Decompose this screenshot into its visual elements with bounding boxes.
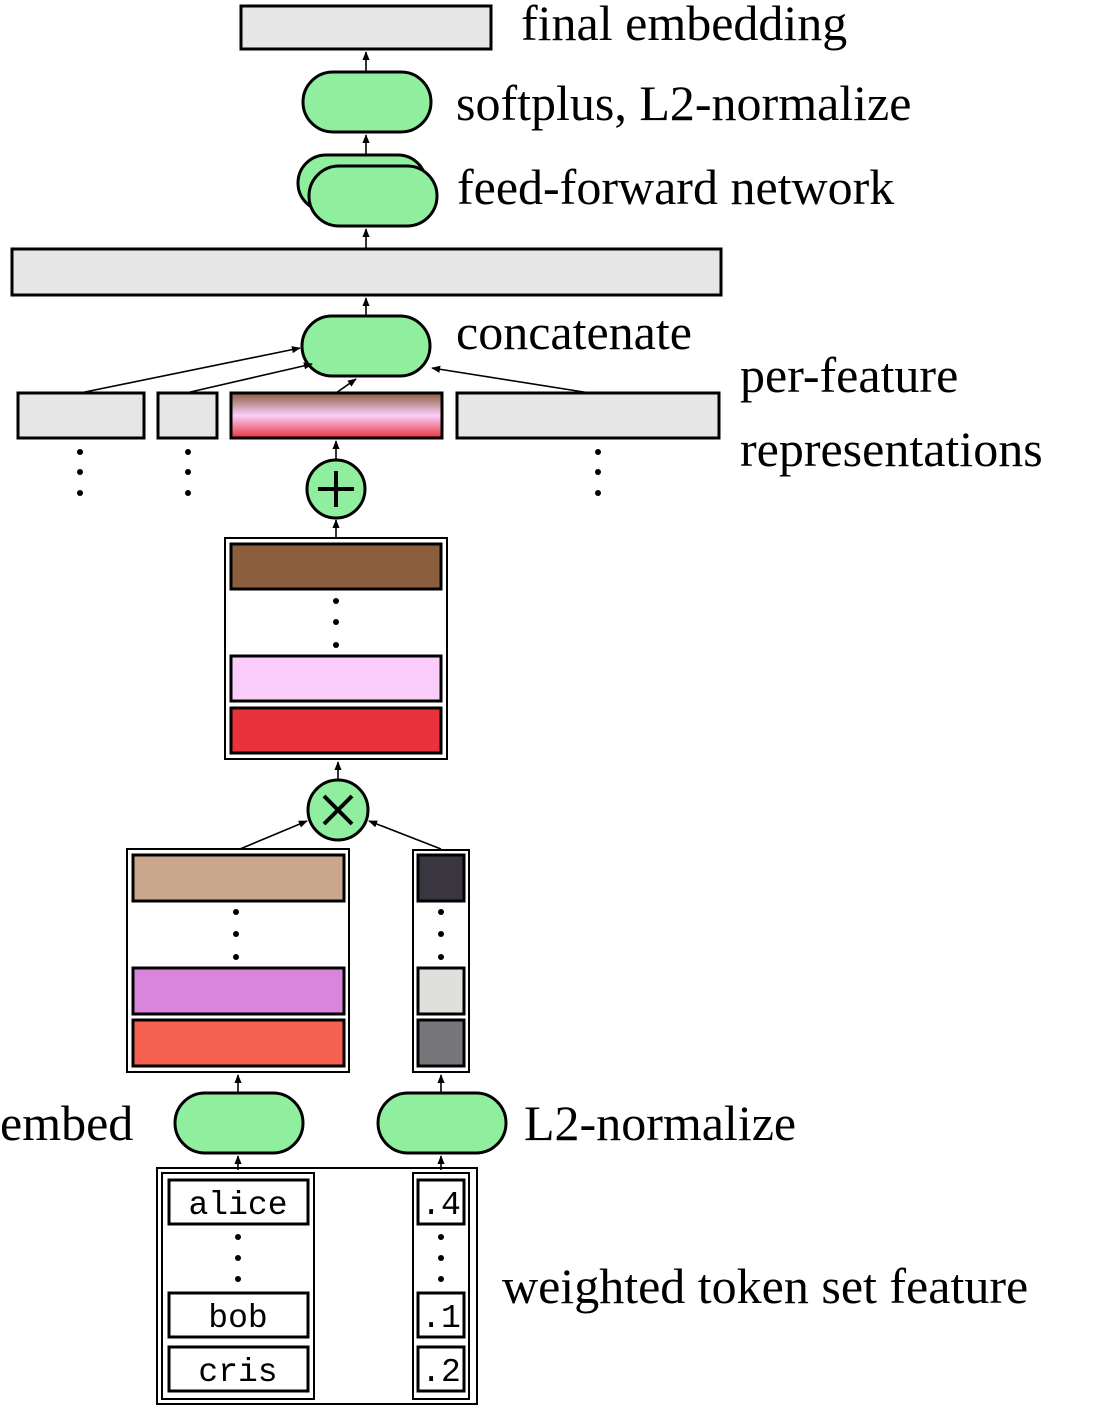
per-feature-representations	[16, 391, 721, 440]
concatenate-label: concatenate	[456, 304, 692, 360]
weighted-row-2	[229, 654, 443, 703]
weighted-embeddings-matrix	[224, 537, 448, 760]
token-cell-2	[167, 1291, 310, 1339]
feature-ellipsis	[77, 449, 601, 496]
l2-normalize-node	[376, 1091, 508, 1155]
feed-forward-node	[296, 153, 439, 228]
token-text-2: bob	[208, 1300, 267, 1337]
token-text-3: cris	[198, 1354, 277, 1391]
feature-vector-4	[455, 391, 721, 440]
weight-value-cell-1	[416, 1178, 466, 1226]
token-cell-3	[167, 1345, 310, 1393]
weight-value-1: .4	[421, 1187, 461, 1224]
embedding-row-2	[131, 966, 346, 1016]
embedding-row-1	[131, 853, 346, 903]
weight-cell-1	[416, 853, 466, 903]
feature-vector-2	[156, 391, 219, 440]
softplus-node	[301, 70, 433, 134]
final-embedding-label: final embedding	[521, 0, 847, 51]
weighted-token-set-input: alice bob cris .4 .1 .2	[156, 1167, 478, 1405]
softplus-label: softplus, L2-normalize	[456, 75, 911, 131]
times-circle-icon	[306, 778, 370, 842]
per-feature-label-line1: per-feature	[740, 347, 958, 403]
per-feature-label-line2: representations	[740, 421, 1043, 477]
weight-cell-2	[416, 966, 466, 1016]
plus-circle-icon	[305, 458, 367, 520]
weight-value-cell-2	[416, 1291, 466, 1339]
feature-vector-current	[229, 391, 444, 440]
embedding-matrix	[126, 848, 350, 1073]
feature-vector-1	[16, 391, 146, 440]
weighted-row-1	[229, 542, 443, 591]
weight-value-3: .2	[421, 1354, 461, 1391]
embed-label: embed	[0, 1095, 133, 1151]
final-embedding-vector	[239, 4, 493, 51]
weight-cell-3	[416, 1018, 466, 1068]
concatenate-node	[300, 314, 432, 378]
embedding-row-3	[131, 1018, 346, 1068]
weighted-feature-label: weighted token set feature	[502, 1258, 1028, 1314]
l2-normalize-label: L2-normalize	[524, 1095, 796, 1151]
concatenated-vector	[10, 247, 723, 297]
normalized-weights-column	[412, 849, 470, 1073]
weighted-row-3	[229, 706, 443, 755]
weight-value-cell-3	[416, 1345, 466, 1393]
token-text-1: alice	[188, 1187, 287, 1224]
token-cell-1	[167, 1178, 310, 1226]
weight-value-2: .1	[421, 1300, 461, 1337]
embed-node	[173, 1091, 305, 1155]
feed-forward-label: feed-forward network	[457, 159, 894, 215]
